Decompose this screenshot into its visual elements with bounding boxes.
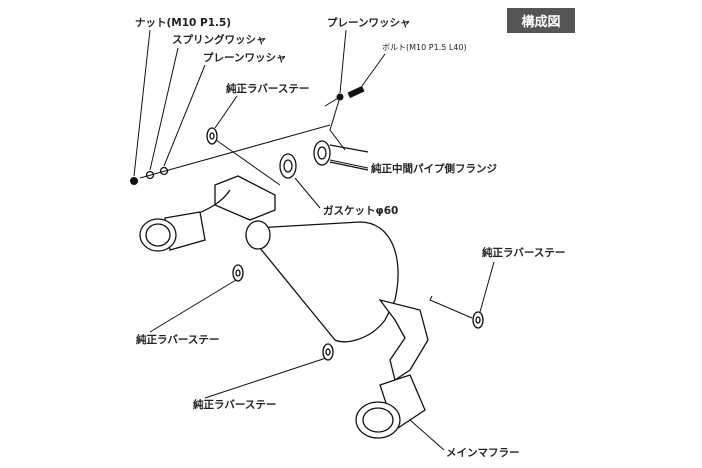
label-rubber-stay-bottom: 純正ラバーステー <box>193 398 276 411</box>
label-rubber-stay-left: 純正ラバーステー <box>136 333 219 346</box>
label-spring-washer: スプリングワッシャ <box>172 33 267 46</box>
intermediate-pipe-flange <box>313 140 369 171</box>
rubber-stay-right <box>429 295 484 329</box>
gasket <box>279 153 297 179</box>
rubber-stay-bottom <box>322 343 334 361</box>
label-gasket: ガスケットφ60 <box>323 204 398 217</box>
leader-lines <box>133 29 495 451</box>
label-nut: ナット(M10 P1.5) <box>135 17 231 29</box>
label-bolt: ボルト(M10 P1.5 L40) <box>382 43 467 52</box>
label-flange: 純正中間パイプ側フランジ <box>371 162 497 175</box>
nut-washer-set <box>130 124 331 185</box>
diagram-title-badge: 構成図 <box>507 8 575 33</box>
rubber-stay-top <box>206 127 281 186</box>
bolt-washer-set <box>324 85 365 151</box>
label-rubber-stay-top: 純正ラバーステー <box>226 82 309 95</box>
main-muffler <box>139 175 429 439</box>
label-plain-washer-left: プレーンワッシャ <box>203 51 286 64</box>
label-rubber-stay-right: 純正ラバーステー <box>482 246 565 259</box>
label-main-muffler: メインマフラー <box>446 447 520 459</box>
rubber-stay-left <box>232 264 244 282</box>
label-plain-washer-right: プレーンワッシャ <box>327 16 410 29</box>
